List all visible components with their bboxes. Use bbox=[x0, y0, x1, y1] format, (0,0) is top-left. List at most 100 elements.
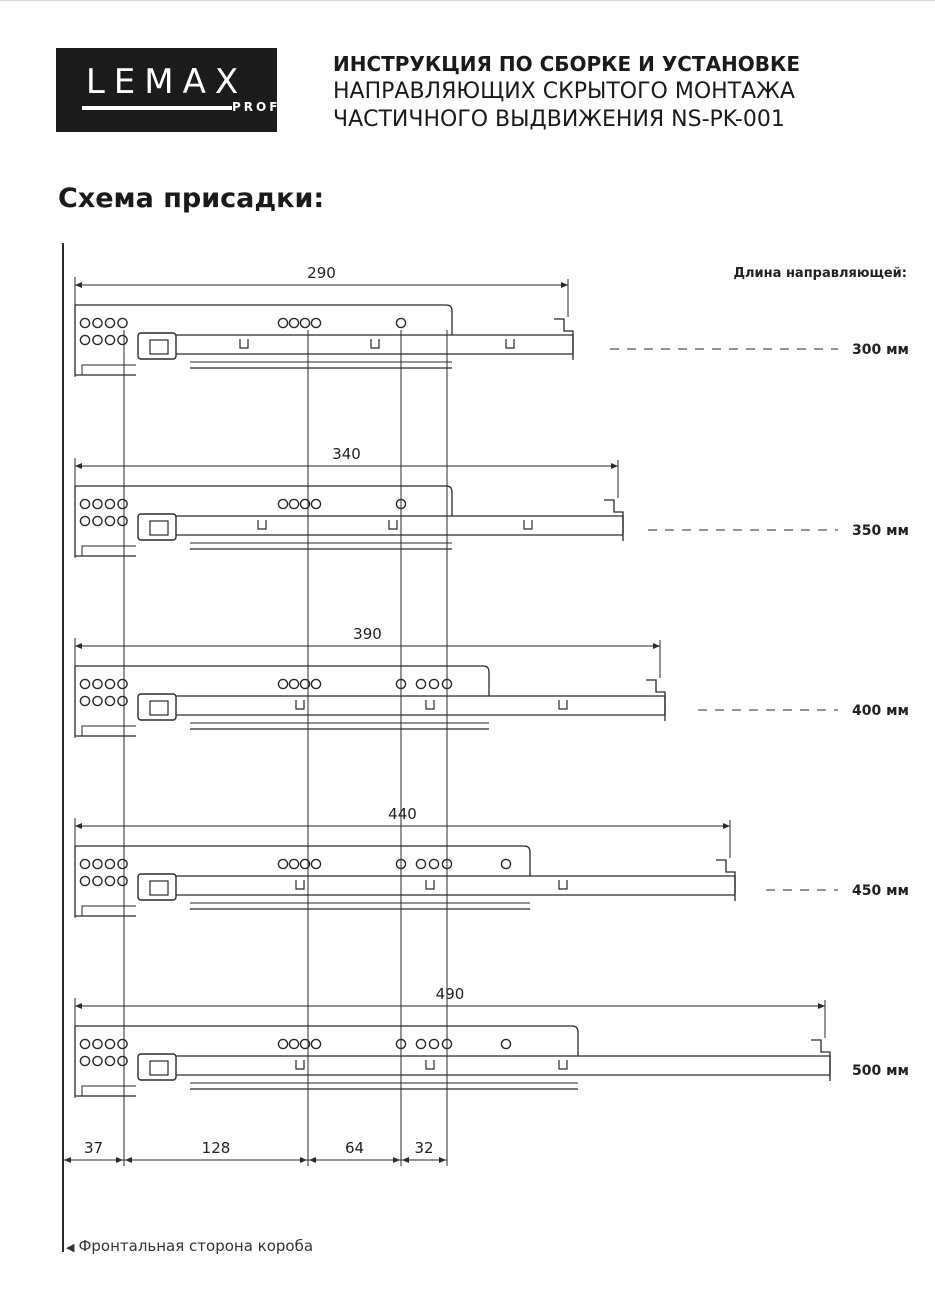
bottom-dim-label-2: 64 bbox=[345, 1139, 364, 1157]
hole-front-1-0-1 bbox=[92, 498, 103, 510]
hole-front-1-0-2 bbox=[104, 498, 116, 510]
plate-outline-3 bbox=[75, 845, 531, 876]
bottom-dim-label-3: 32 bbox=[414, 1139, 433, 1157]
length-label-3: 450 мм bbox=[852, 883, 909, 899]
hole-front-2-1-1 bbox=[92, 695, 103, 707]
bottom-arrow-r-3 bbox=[439, 1157, 446, 1163]
hole-mid-4-2 bbox=[299, 1038, 311, 1050]
hole-rear-4-1 bbox=[428, 1038, 440, 1050]
hole-front-3-1-0 bbox=[79, 875, 91, 887]
dim-arrow-left-1 bbox=[75, 463, 82, 469]
hole-single-0 bbox=[395, 317, 407, 329]
hole-front-3-0-1 bbox=[92, 858, 103, 870]
plate-inner-4 bbox=[81, 1085, 136, 1096]
hole-mid-3-2 bbox=[299, 858, 311, 870]
brand-logo: LEMAX PROF bbox=[56, 48, 277, 132]
hole-rear-2-1 bbox=[428, 678, 440, 690]
rail-slot-0-0 bbox=[239, 339, 249, 349]
hole-mid-1-2 bbox=[299, 498, 311, 510]
plate-outline-4 bbox=[75, 1025, 579, 1056]
hole-mid-3-0 bbox=[277, 858, 289, 870]
document-title: ИНСТРУКЦИЯ ПО СБОРКЕ И УСТАНОВКЕ НАПРАВЛ… bbox=[333, 50, 893, 134]
rail-slot-2-0 bbox=[295, 700, 305, 710]
dim-arrow-right-1 bbox=[611, 463, 618, 469]
hole-front-0-1-1 bbox=[92, 334, 103, 346]
length-label-1: 350 мм bbox=[852, 523, 909, 539]
hole-front-2-1-0 bbox=[79, 695, 91, 707]
length-header: Длина направляющей: bbox=[733, 266, 907, 281]
dim-arrow-left-4 bbox=[75, 1003, 82, 1009]
dim-label-4: 490 bbox=[436, 985, 465, 1003]
logo-wordmark: LEMAX bbox=[85, 62, 248, 102]
hole-front-1-0-0 bbox=[79, 498, 91, 510]
front-clip-inner-4 bbox=[149, 1060, 169, 1076]
rail-slot-2-2 bbox=[558, 700, 568, 710]
hole-front-0-0-1 bbox=[92, 317, 103, 329]
title-line-3: ЧАСТИЧНОГО ВЫДВИЖЕНИЯ NS-PK-001 bbox=[333, 107, 785, 132]
bottom-dim-label-0: 37 bbox=[84, 1139, 103, 1157]
rear-bracket-4 bbox=[811, 1039, 831, 1074]
front-clip-inner-3 bbox=[149, 880, 169, 896]
hole-mid-3-1 bbox=[288, 858, 300, 870]
rail-slot-4-1 bbox=[425, 1060, 435, 1070]
hole-mid-1-0 bbox=[277, 498, 289, 510]
dim-arrow-right-2 bbox=[653, 643, 660, 649]
hole-mid-0-2 bbox=[299, 317, 311, 329]
hole-front-0-1-0 bbox=[79, 334, 91, 346]
plate-outline-2 bbox=[75, 665, 490, 696]
plate-inner-1 bbox=[81, 545, 136, 556]
dim-label-2: 390 bbox=[353, 625, 382, 643]
rail-slot-2-1 bbox=[425, 700, 435, 710]
title-line-2: НАПРАВЛЯЮЩИХ СКРЫТОГО МОНТАЖА bbox=[333, 79, 795, 104]
hole-mid-1-1 bbox=[288, 498, 300, 510]
rail-slot-1-0 bbox=[257, 520, 267, 530]
hole-front-3-1-3 bbox=[117, 875, 128, 887]
hole-front-0-1-3 bbox=[117, 334, 128, 346]
hole-front-1-1-3 bbox=[117, 515, 128, 527]
hole-mid-2-3 bbox=[310, 678, 322, 690]
hole-front-3-0-2 bbox=[104, 858, 116, 870]
rail-slot-4-0 bbox=[295, 1060, 305, 1070]
hole-front-4-0-1 bbox=[92, 1038, 103, 1050]
rail-slot-1-1 bbox=[388, 520, 398, 530]
hole-front-2-0-2 bbox=[104, 678, 116, 690]
hole-rear-3-1 bbox=[428, 858, 440, 870]
bottom-arrow-l-0 bbox=[64, 1157, 71, 1163]
hole-front-4-1-0 bbox=[79, 1055, 91, 1067]
bottom-dim-label-1: 128 bbox=[202, 1139, 231, 1157]
title-line-1: ИНСТРУКЦИЯ ПО СБОРКЕ И УСТАНОВКЕ bbox=[333, 52, 801, 76]
hole-front-3-0-3 bbox=[117, 858, 128, 870]
rail-slot-1-2 bbox=[523, 520, 533, 530]
bottom-arrow-r-2 bbox=[393, 1157, 400, 1163]
plate-inner-3 bbox=[81, 905, 136, 916]
hole-mid-0-0 bbox=[277, 317, 289, 329]
rail-slot-3-1 bbox=[425, 880, 435, 890]
bottom-arrow-l-1 bbox=[125, 1157, 132, 1163]
hole-mid-0-1 bbox=[288, 317, 300, 329]
bottom-arrow-r-1 bbox=[300, 1157, 307, 1163]
hole-front-1-1-1 bbox=[92, 515, 103, 527]
rail-slot-0-1 bbox=[370, 339, 380, 349]
hole-extra-3 bbox=[500, 858, 512, 870]
dim-label-3: 440 bbox=[388, 805, 417, 823]
length-label-2: 400 мм bbox=[852, 703, 909, 719]
hole-mid-0-3 bbox=[310, 317, 322, 329]
hole-front-3-1-1 bbox=[92, 875, 103, 887]
hole-mid-2-0 bbox=[277, 678, 289, 690]
rail-slot-3-0 bbox=[295, 880, 305, 890]
hole-rear-3-0 bbox=[415, 858, 427, 870]
hole-front-0-1-2 bbox=[104, 334, 116, 346]
plate-inner-2 bbox=[81, 725, 136, 736]
front-clip-inner-0 bbox=[149, 339, 169, 355]
hole-front-2-1-2 bbox=[104, 695, 116, 707]
arrow-left-icon: ◀ bbox=[66, 1241, 75, 1254]
hole-rear-2-0 bbox=[415, 678, 427, 690]
hole-front-3-0-0 bbox=[79, 858, 91, 870]
hole-front-0-0-2 bbox=[104, 317, 116, 329]
hole-mid-3-3 bbox=[310, 858, 322, 870]
front-clip-inner-1 bbox=[149, 520, 169, 536]
hole-front-2-0-0 bbox=[79, 678, 91, 690]
hole-front-2-0-3 bbox=[117, 678, 128, 690]
rear-bracket-0 bbox=[554, 318, 574, 353]
